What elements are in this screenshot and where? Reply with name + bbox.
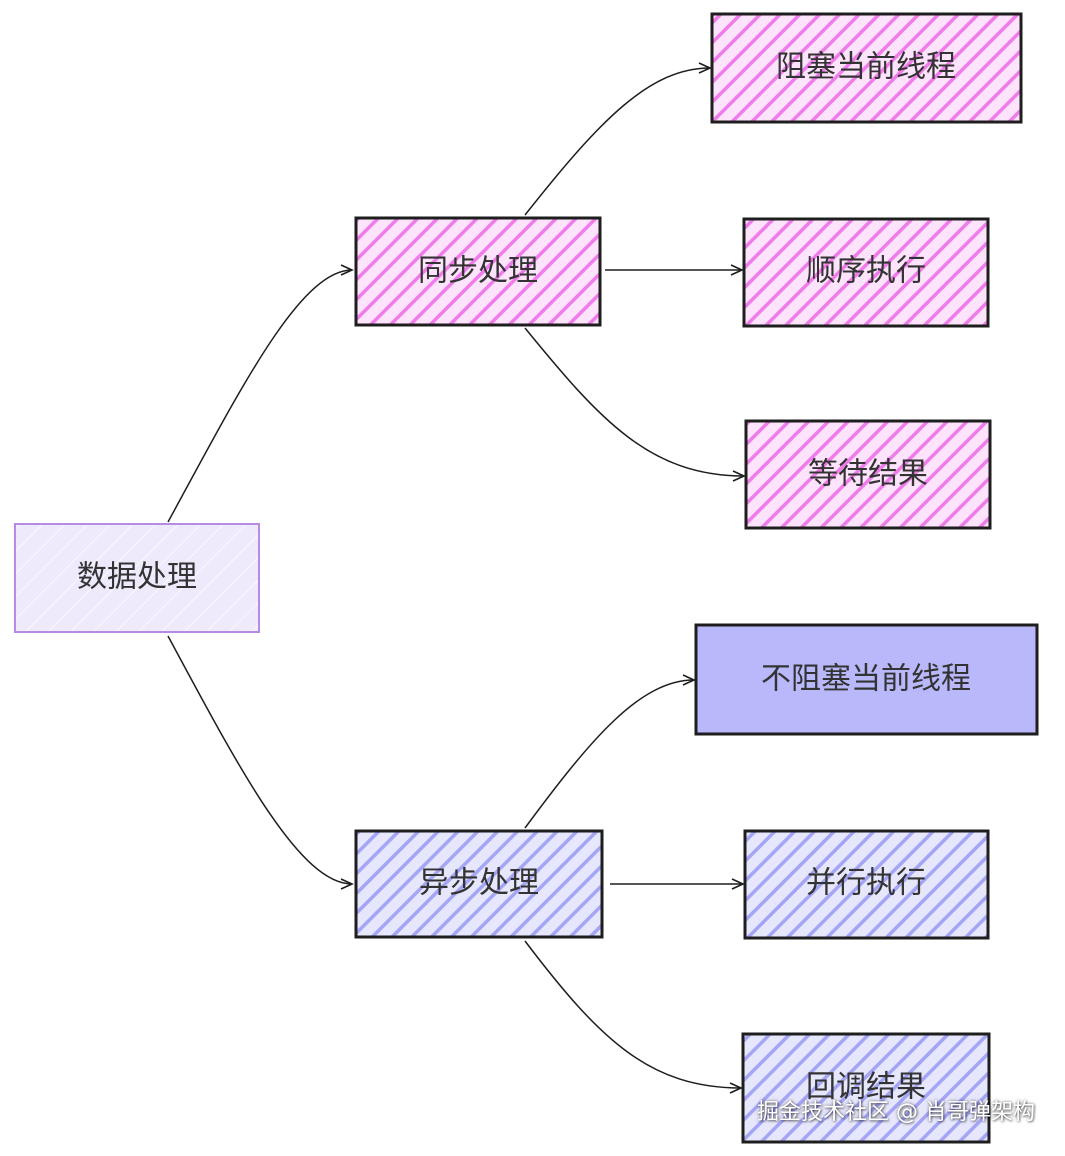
node-async-parallel: 并行执行 xyxy=(743,829,990,940)
edge-async-to-noblock xyxy=(524,674,696,829)
edge-sync-to-block xyxy=(524,62,712,216)
node-root-label: 数据处理 xyxy=(77,560,197,595)
watermark: 掘金技术社区 @ 肖哥弹架构 xyxy=(757,1100,1035,1125)
node-sync-label: 同步处理 xyxy=(418,254,538,289)
edge-async-to-callback xyxy=(524,940,743,1094)
edge-sync-to-wait xyxy=(524,327,746,482)
edge-root-to-sync xyxy=(167,264,354,523)
node-sync-wait-label: 等待结果 xyxy=(808,457,928,492)
node-async-label: 异步处理 xyxy=(419,866,539,901)
node-async: 异步处理 xyxy=(354,829,604,939)
node-async-noblock: 不阻塞当前线程 xyxy=(694,623,1039,736)
edge-root-to-async xyxy=(167,635,354,890)
node-async-callback: 回调结果 xyxy=(741,1032,991,1144)
node-async-callback-label: 回调结果 xyxy=(806,1070,926,1105)
node-sync-sequential: 顺序执行 xyxy=(742,217,990,328)
node-async-noblock-label: 不阻塞当前线程 xyxy=(761,662,971,697)
node-sync-wait: 等待结果 xyxy=(744,419,992,530)
node-root: 数据处理 xyxy=(14,523,260,633)
node-sync-block: 阻塞当前线程 xyxy=(710,12,1023,124)
node-sync-block-label: 阻塞当前线程 xyxy=(776,50,956,85)
node-sync: 同步处理 xyxy=(354,216,602,327)
node-sync-sequential-label: 顺序执行 xyxy=(806,254,926,289)
node-async-parallel-label: 并行执行 xyxy=(806,866,926,901)
connectors xyxy=(167,62,746,1094)
